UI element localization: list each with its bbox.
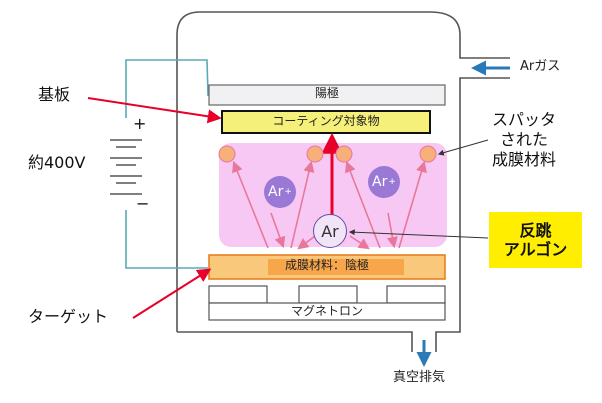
substrate-label: 基板: [38, 85, 71, 104]
vacuum-chamber-outline: [176, 11, 510, 352]
reflected-line-2: アルゴン: [503, 240, 568, 259]
magnet-block-center: [298, 285, 358, 304]
battery-minus-label: −: [136, 194, 150, 213]
voltage-label: 約400V: [28, 153, 86, 172]
sputtered-particles: [218, 145, 437, 163]
power-supply-battery: [110, 139, 142, 195]
cathode-inner: [268, 259, 404, 275]
magnetron-label: マグネトロン: [290, 304, 363, 318]
argon-ion-left: Ar+: [264, 176, 296, 208]
wire-cathode: [125, 210, 208, 269]
anode-label: 陽極: [314, 86, 339, 100]
sputtered-pointer-arrow: [437, 139, 489, 156]
coating-target-label: コーティング対象物: [272, 114, 380, 128]
reflected-argon-atom: Ar: [313, 214, 347, 248]
anode-plate: [208, 84, 446, 106]
argon-ion-right: Ar+: [368, 166, 400, 198]
argon-ion-right-label: Ar: [372, 174, 388, 190]
battery-plus-label: +: [133, 114, 147, 133]
substrate-pointer-arrow: [87, 97, 222, 124]
magnet-block-right: [386, 285, 446, 304]
sputtered-material-label: スパッタ された 成膜材料: [492, 110, 556, 170]
sputtered-line-3: 成膜材料: [492, 150, 557, 169]
magnet-block-left: [208, 285, 268, 304]
argon-ion-left-charge: +: [284, 187, 292, 197]
target-label: ターゲット: [28, 307, 109, 326]
reflected-line-1: 反跳: [519, 220, 552, 240]
reflected-argon-label: Ar: [321, 221, 339, 241]
argon-ion-right-charge: +: [388, 177, 396, 187]
argon-ion-left-label: Ar: [268, 184, 284, 200]
reflected-pointer-arrow: [348, 229, 489, 239]
ar-gas-label: Arガス: [520, 59, 561, 74]
reflected-argon-callout: 反跳 アルゴン: [489, 212, 582, 268]
sputtered-line-1: スパッタ: [492, 110, 557, 129]
magnetron-base: [208, 302, 446, 321]
vacuum-exhaust-label: 真空排気: [393, 370, 446, 385]
cathode-label: 成膜材料：陰極: [284, 258, 369, 272]
sputtered-line-2: された: [500, 130, 549, 149]
wire-anode: [125, 59, 209, 118]
target-pointer-arrow: [132, 268, 212, 319]
